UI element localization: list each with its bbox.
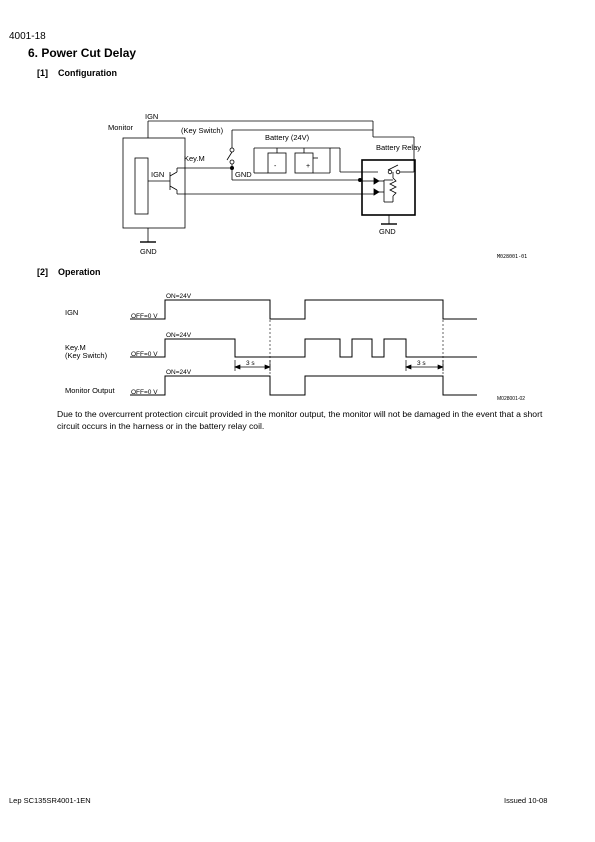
relay-junction <box>358 178 362 182</box>
monitor-label: Monitor <box>108 123 134 132</box>
relay-contact-left <box>387 169 393 175</box>
gnd-monitor-label: GND <box>140 247 157 256</box>
operation-title: Operation <box>58 267 101 277</box>
operation-number: [2] <box>37 267 48 277</box>
key-m-off-label: OFF=0 V <box>131 351 158 358</box>
monitor-output-on-label: ON=24V <box>166 369 192 376</box>
ign-waveform <box>130 299 477 320</box>
key-m-junction <box>230 166 234 170</box>
delay-label-2: 3 s <box>417 360 426 367</box>
page-number: 4001-18 <box>9 31 46 42</box>
footer-document-id: Lep SC135SR4001-1EN <box>9 796 91 805</box>
ign-off-label: OFF=0 V <box>131 313 158 320</box>
battery-minus-label: - <box>274 163 277 170</box>
operation-heading: [2] Operation <box>37 267 101 277</box>
footer-issue-date: Issued 10-08 <box>504 796 548 805</box>
relay-contact-right <box>395 169 401 175</box>
gnd-mid-label: GND <box>235 170 252 179</box>
ign-inner-label: IGN <box>151 170 164 179</box>
configuration-figure-code: M028001-01 <box>497 254 527 260</box>
battery-relay-label: Battery Relay <box>376 143 421 152</box>
operation-figure-code: M028001-02 <box>497 396 525 402</box>
ign-on-label: ON=24V <box>166 293 192 300</box>
monitor-box <box>122 137 186 229</box>
signal-sublabel-key-switch: (Key Switch) <box>65 351 108 360</box>
key-m-on-label: ON=24V <box>166 332 192 339</box>
battery-plus-label: + <box>306 163 310 170</box>
battery-label: Battery (24V) <box>265 133 310 142</box>
gnd-relay-label: GND <box>379 227 396 236</box>
signal-label-ign: IGN <box>65 308 78 317</box>
configuration-number: [1] <box>37 68 48 78</box>
section-title: 6. Power Cut Delay <box>28 46 137 60</box>
relay-coil <box>389 177 397 197</box>
delay-label-1: 3 s <box>246 360 255 367</box>
monitor-output-waveform <box>130 375 477 396</box>
signal-label-key-m: Key.M <box>65 343 86 352</box>
key-switch-label: (Key Switch) <box>181 126 224 135</box>
monitor-output-off-label: OFF=0 V <box>131 389 158 396</box>
relay-diode-2 <box>373 188 380 196</box>
signal-label-monitor-output: Monitor Output <box>65 386 116 395</box>
key-m-label: Key.M <box>184 154 205 163</box>
key-switch-blade <box>226 151 233 161</box>
ign-top-label: IGN <box>145 112 158 121</box>
key-m-waveform <box>130 338 477 358</box>
monitor-inner-box <box>134 157 149 215</box>
configuration-heading: [1] Configuration <box>37 68 117 78</box>
configuration-title: Configuration <box>58 68 117 78</box>
description-paragraph: Due to the overcurrent protection circui… <box>57 409 543 432</box>
battery-relay-box <box>361 159 416 216</box>
